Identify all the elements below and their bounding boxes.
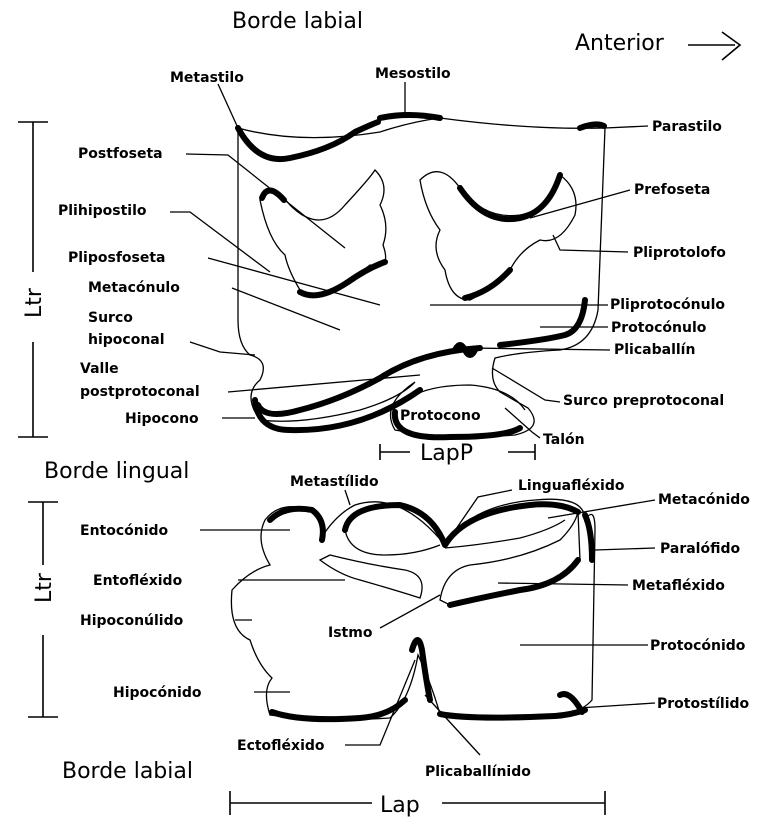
label-ectoflexido: Ectofléxido bbox=[237, 738, 325, 754]
lap-label: Lap bbox=[380, 793, 420, 818]
label-postfoseta: Postfoseta bbox=[78, 146, 163, 162]
lapp-label: LapP bbox=[420, 441, 473, 466]
ltr-upper-measure: Ltr bbox=[18, 122, 48, 437]
label-linguaflexido: Linguafléxido bbox=[518, 478, 625, 494]
label-pliprotolofo: Pliprotolofo bbox=[633, 245, 726, 261]
lapp-measure: LapP bbox=[380, 441, 535, 466]
label-surco-hipoconal-2: hipoconal bbox=[88, 332, 165, 348]
label-protoconido: Protocónido bbox=[650, 638, 746, 654]
label-talon: Talón bbox=[543, 432, 585, 448]
heading-top-labial: Borde labial bbox=[232, 9, 363, 34]
label-protocono: Protocono bbox=[400, 408, 481, 424]
label-mesostilo: Mesostilo bbox=[375, 66, 451, 82]
upper-labels: Metastilo Mesostilo Parastilo Postfoseta… bbox=[58, 66, 726, 448]
label-metastilido: Metastílido bbox=[290, 474, 379, 490]
label-metastilo: Metastilo bbox=[170, 70, 244, 86]
label-pliposfoseta: Pliposfoseta bbox=[68, 250, 166, 266]
label-hipoconido: Hipocónido bbox=[113, 685, 202, 701]
label-protoconulo: Protocónulo bbox=[611, 320, 707, 336]
label-surco-preprotoconal: Surco preprotoconal bbox=[563, 393, 724, 409]
heading-bottom-labial: Borde labial bbox=[62, 759, 193, 784]
label-metaflexido: Metafléxido bbox=[632, 578, 725, 594]
label-valle-1: Valle bbox=[80, 361, 119, 377]
label-metaconulo: Metacónulo bbox=[88, 280, 180, 296]
label-surco-hipoconal-1: Surco bbox=[88, 310, 133, 326]
upper-molar bbox=[238, 115, 605, 437]
ltr-lower-measure: Ltr bbox=[28, 502, 58, 717]
label-plicaballin: Plicaballín bbox=[614, 342, 695, 358]
label-plicaballinido: Plicaballínido bbox=[425, 764, 531, 780]
label-paralofido: Paralófido bbox=[660, 541, 740, 557]
label-valle-2: postprotoconal bbox=[80, 384, 200, 400]
label-protostilido: Protostílido bbox=[657, 696, 750, 712]
label-istmo: Istmo bbox=[328, 625, 373, 641]
lower-labels: Metastílido Linguafléxido Metacónido Ent… bbox=[80, 474, 750, 780]
label-hipoconulido: Hipoconúlido bbox=[80, 613, 184, 629]
label-plihipostilo: Plihipostilo bbox=[58, 203, 147, 219]
label-entoconido: Entocónido bbox=[80, 523, 169, 539]
label-prefoseta: Prefoseta bbox=[634, 182, 710, 198]
label-parastilo: Parastilo bbox=[652, 119, 722, 135]
label-metaconido: Metacónido bbox=[658, 492, 750, 508]
label-entoflexido: Entofléxido bbox=[93, 573, 183, 589]
ltr-upper-label: Ltr bbox=[22, 287, 47, 318]
heading-anterior: Anterior bbox=[575, 31, 665, 56]
heading-lingual: Borde lingual bbox=[44, 459, 189, 484]
label-hipocono: Hipocono bbox=[125, 411, 199, 427]
lap-measure: Lap bbox=[230, 791, 605, 818]
ltr-lower-label: Ltr bbox=[32, 572, 57, 603]
label-pliprotoconulo: Pliprotocónulo bbox=[610, 297, 725, 313]
entoflexido-shape bbox=[320, 555, 422, 598]
anterior-arrow-icon bbox=[688, 32, 740, 60]
